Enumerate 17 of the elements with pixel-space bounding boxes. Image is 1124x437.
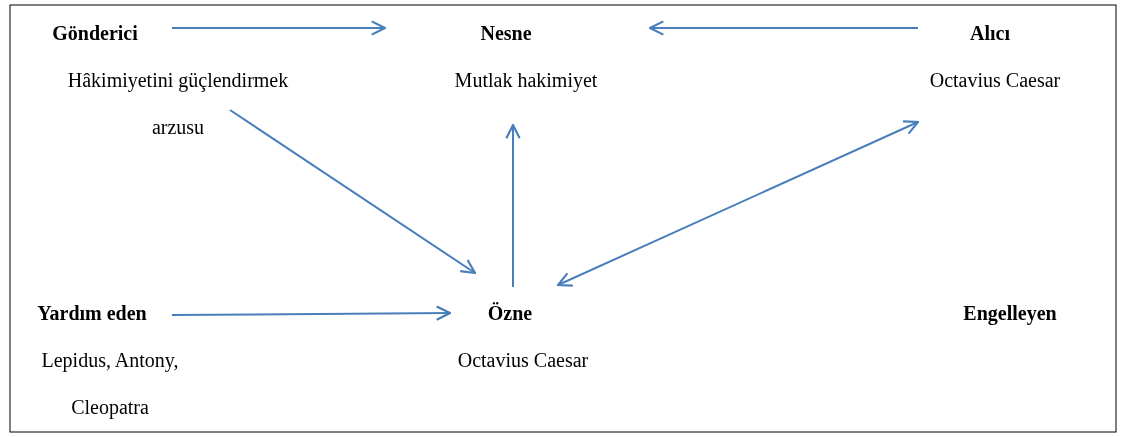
arrow <box>171 305 452 321</box>
role-description: Mutlak hakimiyet <box>454 67 598 94</box>
arrow <box>556 120 920 287</box>
role-description: Lepidus, Antony, Cleopatra <box>40 348 180 421</box>
role-heading: Gönderici <box>52 21 138 46</box>
role-description: Hâkimiyetini güçlendirmek arzusu <box>66 68 290 140</box>
arrow <box>229 109 477 275</box>
role-heading: Nesne <box>480 21 532 46</box>
arrow <box>648 20 919 36</box>
role-description: Octavius Caesar <box>457 347 589 373</box>
role-heading: Engelleyen <box>963 301 1057 327</box>
arrow <box>505 123 521 288</box>
role-description: Octavius Caesar <box>929 67 1061 93</box>
role-heading: Alıcı <box>970 21 1010 46</box>
arrow <box>171 20 387 36</box>
role-heading: Yardım eden <box>37 301 147 326</box>
role-heading: Özne <box>487 301 533 326</box>
